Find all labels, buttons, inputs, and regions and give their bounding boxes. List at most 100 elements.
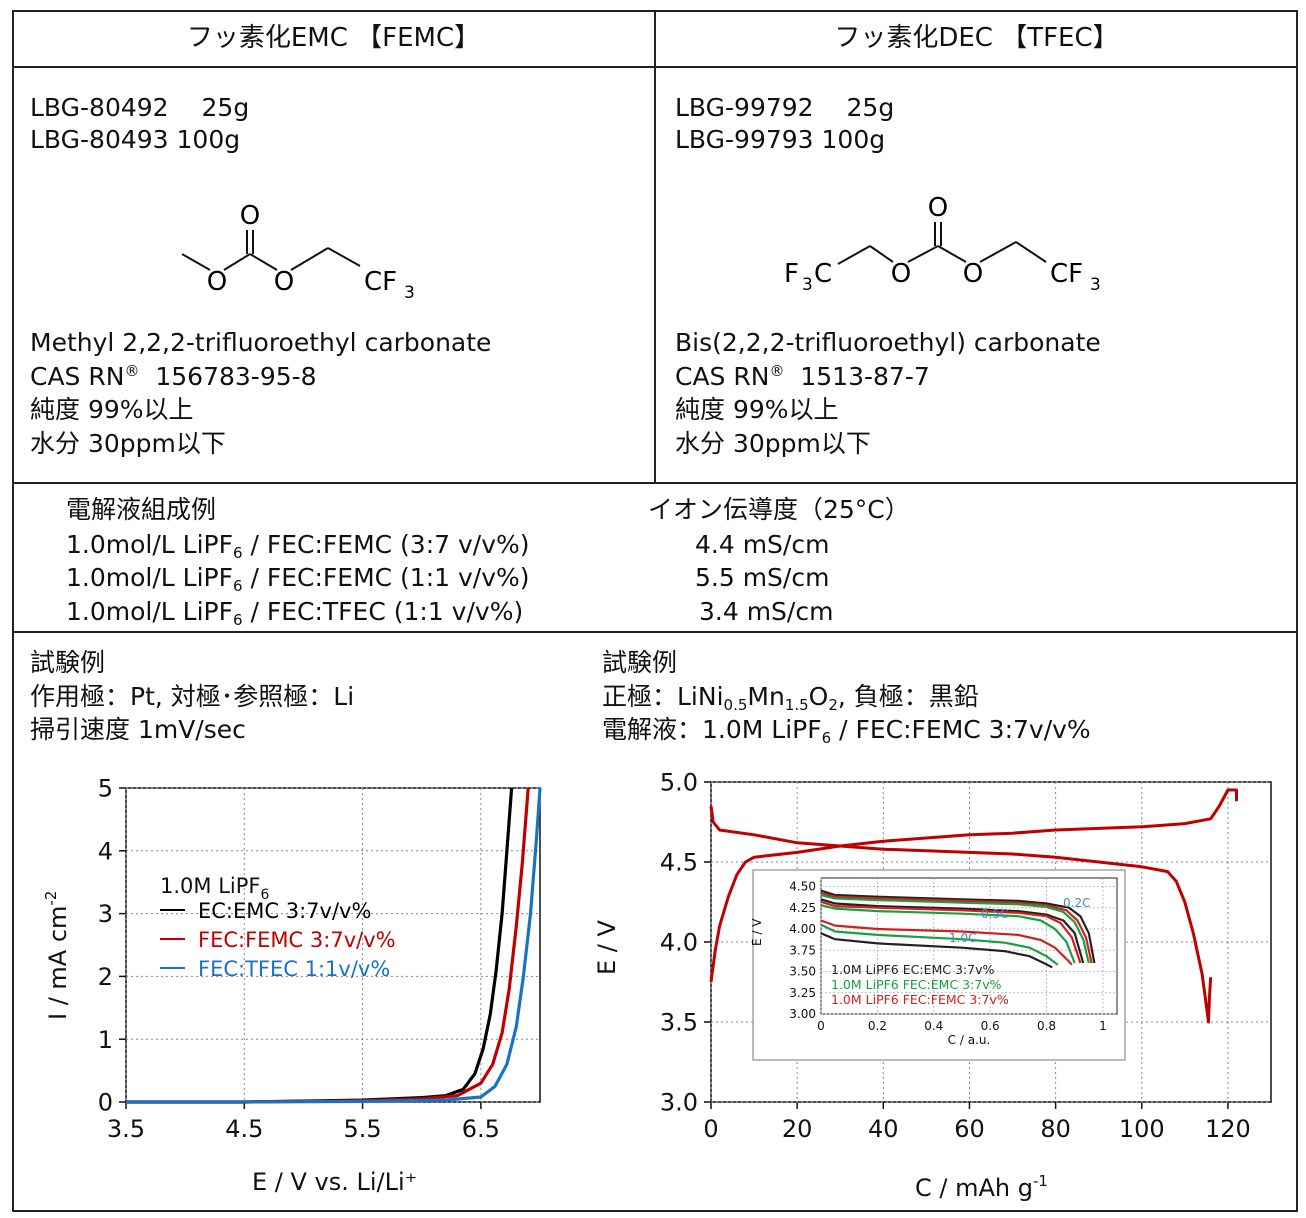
cd-ytick-label-2: 4.0 bbox=[660, 929, 698, 957]
lsv-xtick-label-2: 5.5 bbox=[343, 1115, 381, 1143]
cd-xtick-label-2: 40 bbox=[868, 1115, 899, 1143]
femc-struct-o1: O bbox=[207, 267, 227, 297]
cd-xtick-label-0: 0 bbox=[703, 1115, 718, 1143]
lsv-series-2 bbox=[126, 787, 542, 1104]
tfec-purity: 純度 99%以上 bbox=[675, 395, 839, 424]
conductivity-value-1: 4.4 mS/cm bbox=[695, 530, 830, 559]
header-femc-title: フッ素化EMC 【FEMC】 bbox=[186, 23, 481, 53]
tfec-struct-cf3-sub: 3 bbox=[1090, 275, 1101, 295]
cd-inset-xtick-label-1: 0.2 bbox=[868, 1019, 887, 1033]
lsv-xtick-label-0: 3.5 bbox=[107, 1115, 145, 1143]
cd-xtick-label-3: 60 bbox=[954, 1115, 985, 1143]
cd-inset-series-4 bbox=[820, 900, 1082, 964]
test-right-electrodes: 正極：LiNi0.5Mn1.5O2, 負極：黒鉛 bbox=[602, 682, 979, 714]
lsv-ytick-label-1: 1 bbox=[98, 1026, 113, 1054]
cd-inset-ytick-label-0: 3.00 bbox=[789, 1007, 816, 1021]
lsv-ytick-label-4: 4 bbox=[98, 837, 113, 865]
conductivity-value-3: 3.4 mS/cm bbox=[699, 597, 834, 626]
lsv-legend-label-0: EC:EMC 3:7v/v% bbox=[198, 899, 371, 923]
conductivity-value-2: 5.5 mS/cm bbox=[695, 563, 830, 592]
electrolyte-row-1: 1.0mol/L LiPF6 / FEC:FEMC (3:7 v/v%) bbox=[66, 530, 530, 562]
tfec-name: Bis(2,2,2-trifluoroethyl) carbonate bbox=[675, 328, 1101, 357]
cd-inset-xtick-label-2: 0.4 bbox=[924, 1019, 943, 1033]
lsv-xtick-label-1: 4.5 bbox=[225, 1115, 263, 1143]
femc-product-25g: LBG-80492 25g bbox=[30, 93, 250, 122]
tfec-struct-f: F bbox=[784, 259, 799, 289]
lsv-ytick-label-0: 0 bbox=[98, 1089, 113, 1117]
tfec-struct-c: C bbox=[814, 259, 832, 289]
test-left-electrodes: 作用極：Pt, 対極･参照極：Li bbox=[30, 682, 355, 711]
divider-electrolyte bbox=[12, 631, 1298, 633]
tfec-product-100g: LBG-99793 100g bbox=[675, 125, 886, 154]
cd-xtick-label-4: 80 bbox=[1040, 1115, 1071, 1143]
femc-struct-o-top: O bbox=[240, 201, 260, 231]
cd-inset-ytick-label-1: 3.25 bbox=[789, 986, 816, 1000]
cd-inset-series-3 bbox=[820, 898, 1085, 964]
tfec-struct-o2: O bbox=[963, 259, 983, 289]
cd-xtick-label-5: 100 bbox=[1119, 1115, 1165, 1143]
test-left-scan-rate: 掃引速度 1mV/sec bbox=[30, 715, 246, 744]
tfec-structure: F 3 C O O O CF 3 bbox=[784, 193, 1101, 295]
cd-inset-xtick-label-4: 0.8 bbox=[1037, 1019, 1056, 1033]
femc-struct-o2: O bbox=[274, 267, 294, 297]
lsv-legend-label-2: FEC:TFEC 1:1v/v% bbox=[198, 957, 390, 981]
cd-xlabel: C / mAh g-1 bbox=[915, 1172, 1048, 1202]
tfec-struct-cf3: CF bbox=[1050, 259, 1083, 289]
cd-inset-xtick-label-5: 1 bbox=[1099, 1019, 1107, 1033]
cd-inset-annotation-0: 0.2C bbox=[1063, 896, 1090, 910]
tfec-struct-f3c-sub: 3 bbox=[802, 275, 813, 295]
tfec-product-25g: LBG-99792 25g bbox=[675, 93, 895, 122]
cd-inset-ytick-label-5: 4.25 bbox=[789, 901, 816, 915]
electrolyte-row-3: 1.0mol/L LiPF6 / FEC:TFEC (1:1 v/v%) bbox=[66, 597, 524, 629]
cd-series-1 bbox=[709, 805, 1213, 1024]
lsv-ylabel: I / mA cm-2 bbox=[42, 891, 72, 1020]
femc-product-100g: LBG-80493 100g bbox=[30, 125, 241, 154]
tfec-struct-o1: O bbox=[891, 259, 911, 289]
femc-purity: 純度 99%以上 bbox=[30, 395, 194, 424]
conductivity-heading: イオン伝導度（25°C） bbox=[648, 495, 910, 524]
cd-inset-annotation-2: 1.0C bbox=[949, 931, 976, 945]
electrolyte-row-2: 1.0mol/L LiPF6 / FEC:FEMC (1:1 v/v%) bbox=[66, 563, 530, 595]
cd-inset-ytick-label-3: 3.75 bbox=[789, 943, 816, 957]
tfec-cas: CAS RN® 1513-87-7 bbox=[675, 362, 930, 391]
cd-ylabel: E / V bbox=[593, 919, 621, 975]
cd-ytick-label-4: 5.0 bbox=[660, 769, 698, 797]
cd-xtick-label-6: 120 bbox=[1205, 1115, 1251, 1143]
test-left-heading: 試験例 bbox=[30, 648, 106, 677]
divider-center bbox=[654, 10, 656, 484]
cd-inset-series-1 bbox=[820, 892, 1093, 964]
lsv-legend-label-1: FEC:FEMC 3:7v/v% bbox=[198, 928, 396, 952]
tfec-struct-o-top: O bbox=[928, 193, 948, 223]
cd-inset-xtick-label-3: 0.6 bbox=[981, 1019, 1000, 1033]
femc-struct-cf3-sub: 3 bbox=[404, 283, 415, 303]
cd-inset-series-0 bbox=[820, 889, 1096, 964]
cd-xtick-label-1: 20 bbox=[782, 1115, 813, 1143]
femc-name: Methyl 2,2,2-trifluoroethyl carbonate bbox=[30, 328, 492, 357]
cd-inset-annotation-1: 0.5C bbox=[981, 907, 1008, 921]
cd-inset-series-5 bbox=[820, 904, 1076, 964]
cd-inset-series-2 bbox=[820, 893, 1090, 964]
cd-inset-xtick-label-0: 0 bbox=[817, 1019, 825, 1033]
femc-structure: O O O CF 3 bbox=[181, 201, 415, 303]
test-right-heading: 試験例 bbox=[602, 648, 678, 677]
femc-struct-cf3: CF bbox=[364, 267, 397, 297]
cd-inset-xlabel: C / a.u. bbox=[948, 1033, 991, 1047]
cd-ytick-label-1: 3.5 bbox=[660, 1009, 698, 1037]
femc-cas: CAS RN® 156783-95-8 bbox=[30, 362, 317, 391]
lsv-legend-title: 1.0M LiPF6 bbox=[160, 874, 269, 903]
cd-ytick-label-0: 3.0 bbox=[660, 1089, 698, 1117]
electrolyte-heading: 電解液組成例 bbox=[66, 495, 217, 524]
cd-ytick-label-3: 4.5 bbox=[660, 849, 698, 877]
cd-inset-ytick-label-4: 4.00 bbox=[789, 922, 816, 936]
test-right-electrolyte: 電解液：1.0M LiPF6 / FEC:FEMC 3:7v/v% bbox=[602, 715, 1091, 747]
femc-water: 水分 30ppm以下 bbox=[30, 429, 226, 458]
charge-discharge-chart: 0 20 40 60 80 100 120 3.0 3.5 4.0 4.5 5.0 C / mAh g-… bbox=[593, 769, 1272, 1202]
lsv-ytick-label-3: 3 bbox=[98, 900, 113, 928]
cd-inset-series-7 bbox=[820, 923, 1059, 966]
cd-inset-legend-2: 1.0M LiPF6 FEC:FEMC 3:7v% bbox=[831, 992, 1009, 1007]
cd-inset-legend-1: 1.0M LiPF6 FEC:EMC 3:7v% bbox=[831, 977, 1002, 992]
cd-inset-legend-0: 1.0M LiPF6 EC:EMC 3:7v% bbox=[831, 962, 994, 977]
cd-inset-series-8 bbox=[820, 932, 1053, 969]
cd-inset-series-6 bbox=[820, 919, 1073, 966]
